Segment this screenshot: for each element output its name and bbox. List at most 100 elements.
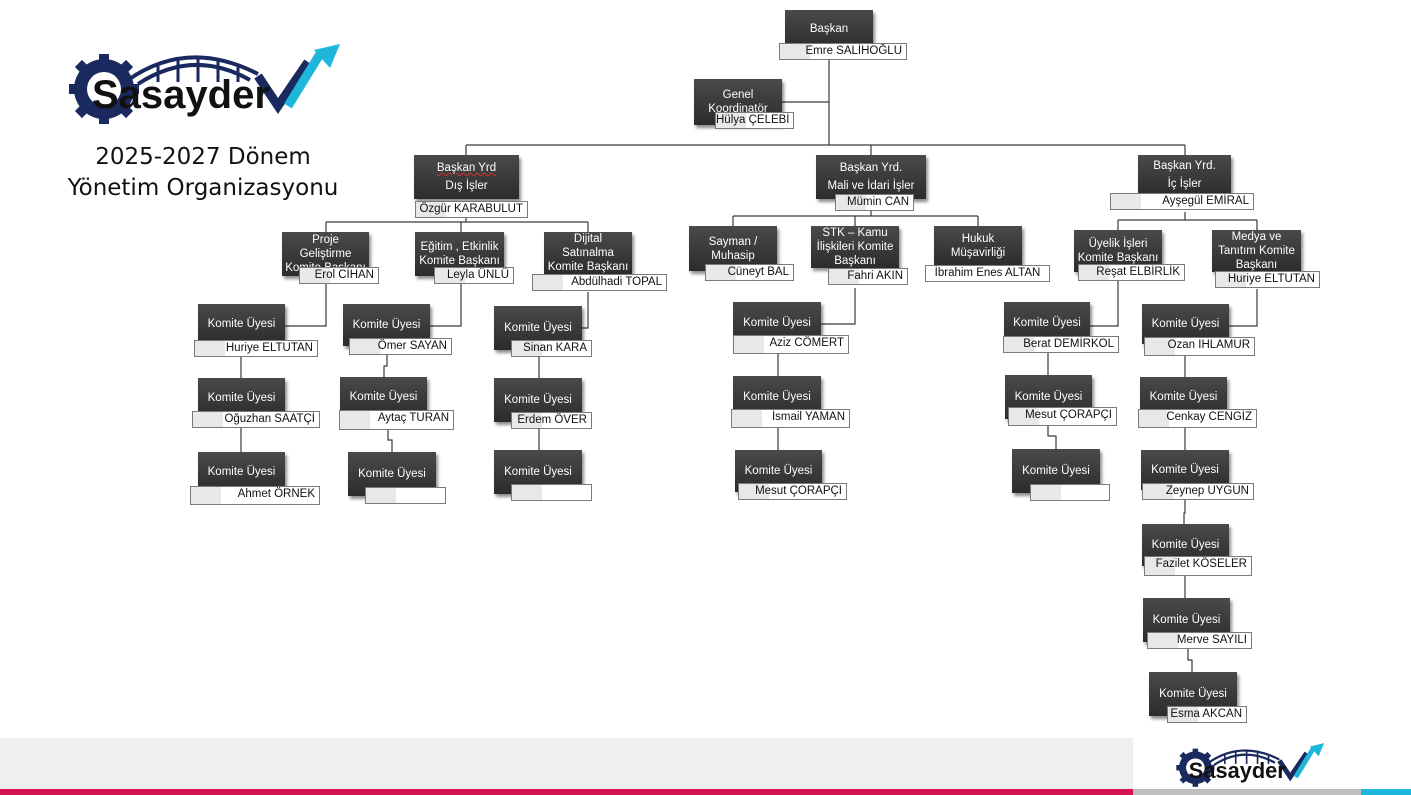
member-role-box: Komite Üyesi	[198, 304, 285, 344]
vp-internal-role-line2: İç İşler	[1167, 178, 1202, 190]
committee-head-name: Reşat ELBİRLİK	[1078, 264, 1185, 281]
member-name: Fazilet KÖSELER	[1144, 556, 1252, 576]
vp-foreign-role-line2: Dış İşler	[445, 180, 488, 192]
president-role-box: Başkan	[785, 10, 873, 48]
footer-background	[0, 738, 1133, 790]
member-role-label: Komite Üyesi	[1022, 465, 1090, 477]
vp-finance-role-box: Başkan Yrd. Mali ve İdari İşler	[816, 155, 926, 199]
member-role-label: Komite Üyesi	[1151, 318, 1220, 330]
member-name	[365, 487, 446, 504]
committee-head-role-line: Üyelik İşleri	[1088, 238, 1148, 250]
member-name: Mesut ÇORAPÇI	[1008, 407, 1117, 426]
member-name: Ozan IHLAMUR	[1144, 337, 1255, 356]
member-name: Sinan KARA	[511, 340, 592, 357]
vp-internal-role-box: Başkan Yrd. İç İşler	[1138, 155, 1231, 195]
vp-foreign-name: Özgür KARABULUT	[415, 201, 528, 218]
member-role-label: Komite Üyesi	[1159, 688, 1227, 700]
committee-head-name: Cüneyt BAL	[705, 264, 794, 281]
member-name	[511, 484, 592, 501]
member-role-label: Komite Üyesi	[504, 466, 572, 478]
member-role-label: Komite Üyesi	[207, 466, 276, 478]
member-role-label: Komite Üyesi	[1151, 464, 1219, 476]
committee-head-role-line: Müşavirliği	[950, 247, 1006, 259]
committee-head-name: Leyla ÜNLÜ	[434, 267, 514, 284]
committee-head-role-line: Başkanı	[1235, 259, 1278, 271]
member-name: Ömer SAYAN	[349, 338, 452, 355]
member-name: Esma AKCAN	[1167, 706, 1247, 723]
footer-strip-pink	[0, 789, 1133, 795]
committee-head-role-line: Satınalma	[562, 247, 614, 259]
coordinator-role-line1: Genel	[722, 89, 754, 101]
committee-head-role-line: STK – Kamu	[822, 227, 888, 239]
committee-head-name: Huriye ELTUTAN	[1215, 271, 1320, 288]
president-role-label: Başkan	[809, 23, 849, 35]
member-name: Oğuzhan SAATÇİ	[192, 411, 320, 428]
coordinator-name: Hülya ÇELEBİ	[715, 112, 794, 129]
member-name: Merve SAYILI	[1147, 632, 1252, 649]
committee-head-role-line: Komite Başkanı	[547, 261, 629, 273]
member-name	[1030, 484, 1110, 501]
member-name: Berat DEMİRKOL	[1003, 336, 1119, 353]
president-name: Emre SALİHOĞLU	[779, 43, 907, 60]
member-name: Aytaç TURAN	[339, 410, 454, 430]
vp-finance-name: Mümin CAN	[835, 194, 914, 211]
footer-logo-wordmark: Sasayder	[1189, 758, 1286, 783]
member-role-label: Komite Üyesi	[743, 391, 811, 403]
committee-head-role-line: İlişkileri Komite	[816, 241, 894, 253]
footer-sasayder-logo: Sasayder	[1175, 741, 1327, 789]
member-role-label: Komite Üyesi	[1151, 539, 1220, 551]
member-role-label: Komite Üyesi	[743, 317, 811, 329]
member-role-label: Komite Üyesi	[349, 391, 418, 403]
footer-logo-graphic: Sasayder	[1176, 743, 1325, 787]
member-role-label: Komite Üyesi	[207, 318, 276, 330]
committee-head-role-line: Komite Başkanı	[419, 255, 500, 267]
member-name: Erdem ÖVER	[511, 412, 592, 429]
sasayder-logo-graphic: Sasayder	[69, 44, 340, 124]
committee-head-role-line: Medya ve	[1231, 231, 1282, 243]
vp-foreign-role-line1: Başkan Yrd	[436, 162, 497, 174]
member-name: İsmail YAMAN	[731, 409, 850, 428]
member-role-box: Komite Üyesi	[198, 452, 285, 492]
member-name: Ahmet ÖRNEK	[190, 486, 320, 505]
committee-head-role-line: Sayman /	[708, 235, 758, 248]
member-role-label: Komite Üyesi	[1013, 317, 1081, 329]
committee-head-name: İbrahim Enes ALTAN	[925, 265, 1050, 282]
member-role-label: Komite Üyesi	[504, 394, 572, 406]
committee-head-role-line: Komite Başkanı	[1077, 252, 1159, 264]
committee-head-name: Abdülhadi TOPAL	[532, 274, 667, 291]
committee-head-name: Fahri AKIN	[828, 268, 908, 285]
committee-head-role-box: Sayman /Muhasip	[689, 226, 777, 271]
member-name: Aziz CÖMERT	[733, 335, 849, 354]
committee-head-role-line: Eğitim , Etkinlik	[420, 241, 499, 253]
page-title: 2025-2027 Dönem Yönetim Organizasyonu	[50, 142, 356, 204]
committee-head-role-line: Dijital	[573, 233, 603, 245]
logo-wordmark: Sasayder	[92, 73, 270, 117]
vp-internal-role-line1: Başkan Yrd.	[1153, 160, 1216, 172]
member-role-label: Komite Üyesi	[1014, 391, 1083, 403]
member-role-label: Komite Üyesi	[358, 468, 426, 480]
member-name: Huriye ELTUTAN	[194, 340, 318, 357]
member-role-label: Komite Üyesi	[504, 322, 572, 334]
title-line-2: Yönetim Organizasyonu	[67, 175, 339, 201]
footer-strip-cyan	[1361, 789, 1411, 795]
member-role-label: Komite Üyesi	[352, 319, 421, 331]
committee-head-role-line: Tanıtım Komite	[1218, 245, 1295, 257]
vp-finance-role-line1: Başkan Yrd.	[839, 162, 903, 174]
committee-head-role-line: Başkanı	[834, 255, 876, 267]
member-name: Cenkay CENGİZ	[1138, 409, 1257, 428]
member-role-label: Komite Üyesi	[207, 392, 276, 404]
member-role-label: Komite Üyesi	[1149, 391, 1218, 403]
member-name: Zeynep UYGUN	[1142, 483, 1254, 500]
footer-strip-gray	[1133, 789, 1361, 795]
member-role-box: Komite Üyesi	[494, 306, 582, 350]
member-role-label: Komite Üyesi	[1152, 614, 1221, 626]
member-name: Mesut ÇORAPÇI	[738, 483, 847, 500]
vp-finance-role-line2: Mali ve İdari İşler	[827, 180, 915, 192]
committee-head-name: Erol CİHAN	[299, 267, 379, 284]
